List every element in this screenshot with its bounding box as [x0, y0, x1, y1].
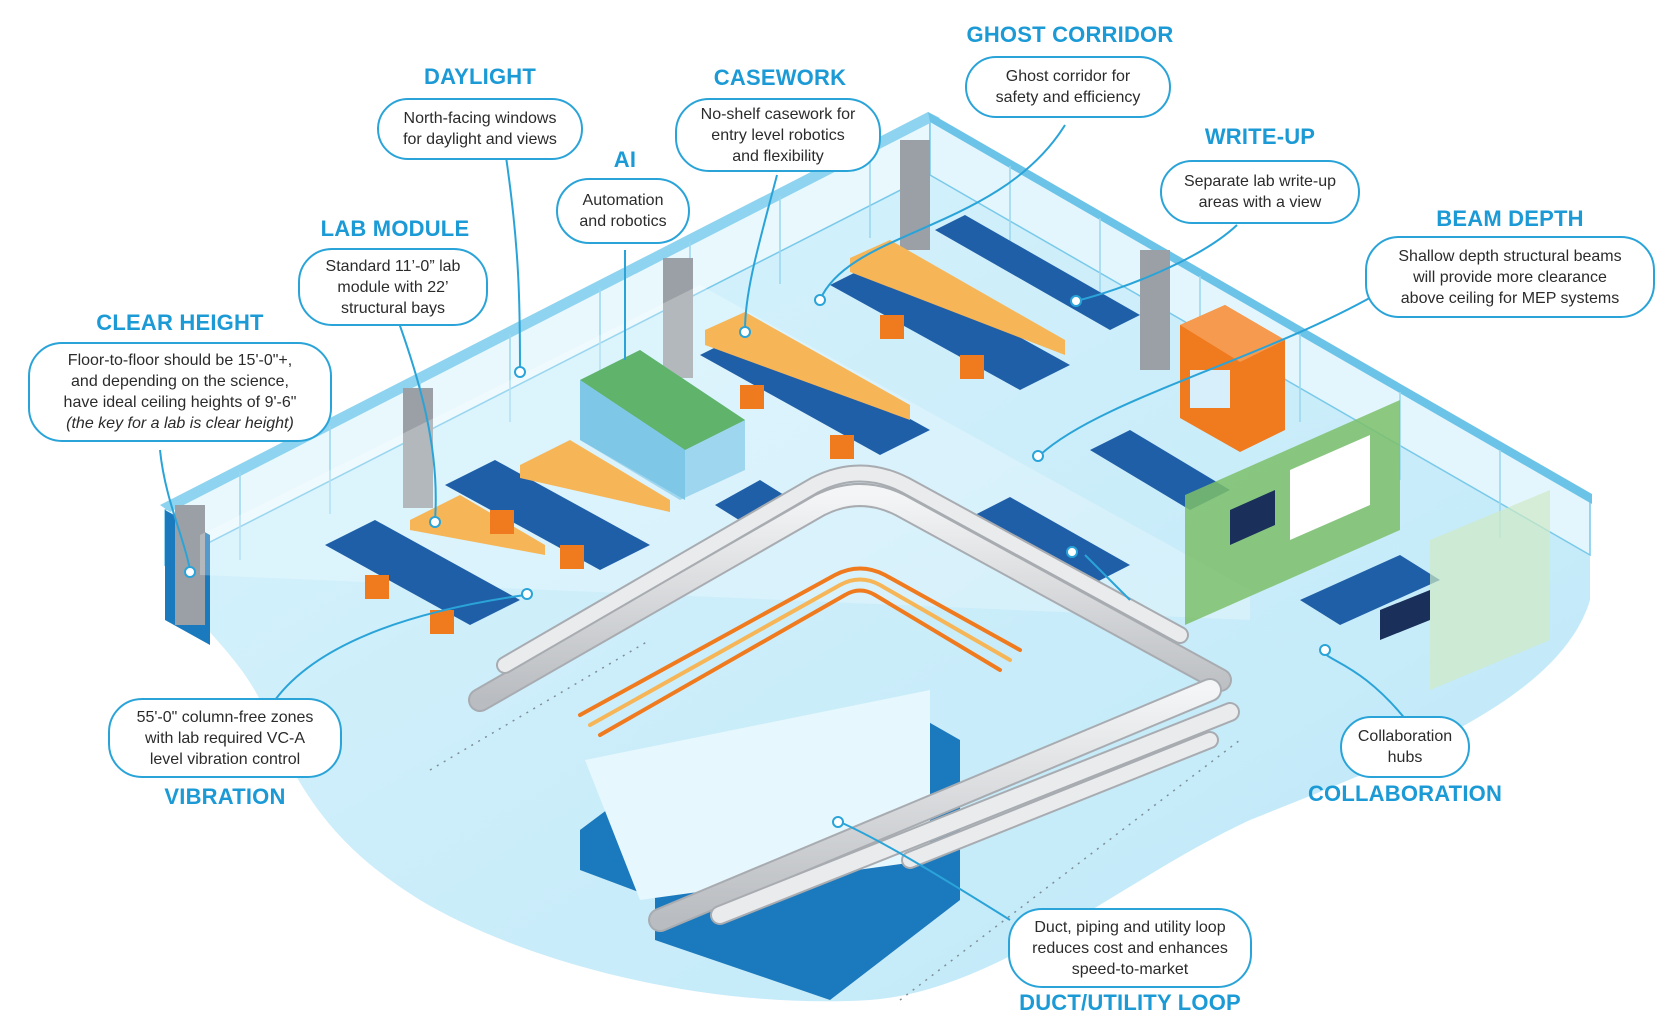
write-up-line-1: Separate lab write-up — [1183, 173, 1337, 190]
roof-edge-north — [160, 112, 940, 512]
write-up-heading: WRITE-UP — [1204, 124, 1316, 149]
lab-module-line-1: Standard 11’-0” lab — [325, 257, 461, 275]
duct-utility-loop — [468, 464, 1240, 932]
beam-depth-heading: BEAM DEPTH — [1436, 206, 1584, 231]
collaboration-bubble: Collaboration hubs — [1340, 716, 1470, 778]
daylight-bubble: North-facing windows for daylight and vi… — [377, 98, 583, 160]
daylight-line-1: North-facing windows — [403, 110, 557, 127]
daylight-line-2: for daylight and views — [403, 131, 557, 148]
clear-height-note: (the key for a lab is clear height) — [66, 415, 294, 432]
ghost-corridor-bubble: Ghost corridor for safety and efficiency — [965, 56, 1171, 118]
ai-line-1: Automation — [582, 192, 664, 209]
clear-height-line-3: have ideal ceiling heights of 9'-6" — [63, 394, 297, 411]
beam-depth-bubble: Shallow depth structural beams will prov… — [1365, 236, 1655, 318]
lab-benches — [325, 215, 1230, 634]
casework-line-3: and flexibility — [732, 147, 824, 165]
casework-line-2: entry level robotics — [711, 126, 845, 144]
casework-line-1: No-shelf casework for — [700, 105, 856, 123]
clear-height-bubble: Floor-to-floor should be 15'-0"+, and de… — [28, 342, 332, 442]
casework-heading: CASEWORK — [713, 65, 847, 90]
lab-module-line-2: module with 22’ — [337, 278, 449, 296]
lab-module-heading: LAB MODULE — [320, 216, 470, 241]
vibration-line-2: with lab required VC-A — [144, 729, 306, 747]
ghost-corridor-heading: GHOST CORRIDOR — [966, 22, 1174, 47]
duct-utility-line-1: Duct, piping and utility loop — [1034, 918, 1226, 936]
fume-hood — [1180, 305, 1285, 452]
vibration-bubble: 55'-0" column-free zones with lab requir… — [108, 698, 342, 778]
clear-height-line-2: and depending on the science, — [71, 373, 289, 390]
duct-utility-line-2: reduces cost and enhances — [1032, 939, 1228, 957]
clear-height-line-1: Floor-to-floor should be 15'-0"+, — [67, 352, 293, 369]
write-up-bubble: Separate lab write-up areas with a view — [1160, 160, 1360, 224]
beam-depth-line-2: will provide more clearance — [1413, 268, 1607, 286]
lab-module-bubble: Standard 11’-0” lab module with 22’ stru… — [298, 248, 488, 326]
beam-depth-line-3: above ceiling for MEP systems — [1400, 289, 1620, 307]
vibration-line-3: level vibration control — [149, 750, 301, 768]
ai-heading: AI — [613, 147, 637, 172]
callout-leaders — [159, 124, 1411, 921]
collaboration-line-2: hubs — [1387, 749, 1423, 766]
collaboration-line-1: Collaboration — [1357, 728, 1453, 745]
duct-utility-line-3: speed-to-market — [1071, 960, 1189, 978]
vibration-line-1: 55'-0" column-free zones — [136, 708, 314, 726]
write-up-line-2: areas with a view — [1198, 194, 1322, 211]
collaboration-hub — [1185, 400, 1550, 690]
clear-height-heading: CLEAR HEIGHT — [96, 310, 264, 335]
roof-edge-east — [928, 112, 1592, 504]
duct-utility-bubble: Duct, piping and utility loop reduces co… — [1008, 908, 1252, 988]
casework-bubble: No-shelf casework for entry level roboti… — [675, 98, 881, 172]
lab-module-line-3: structural bays — [340, 299, 446, 317]
daylight-heading: DAYLIGHT — [423, 64, 537, 89]
collaboration-heading: COLLABORATION — [1307, 781, 1503, 806]
ai-bubble: Automation and robotics — [556, 178, 690, 244]
duct-utility-heading: DUCT/UTILITY LOOP — [1019, 990, 1241, 1015]
structural-columns — [175, 140, 1170, 625]
ai-line-2: and robotics — [579, 213, 667, 230]
ghost-corridor-line-1: Ghost corridor for — [1005, 68, 1131, 85]
vibration-heading: VIBRATION — [164, 784, 286, 809]
automation-block — [580, 350, 745, 500]
beam-depth-line-1: Shallow depth structural beams — [1398, 247, 1622, 265]
ghost-corridor-line-2: safety and efficiency — [995, 89, 1141, 106]
